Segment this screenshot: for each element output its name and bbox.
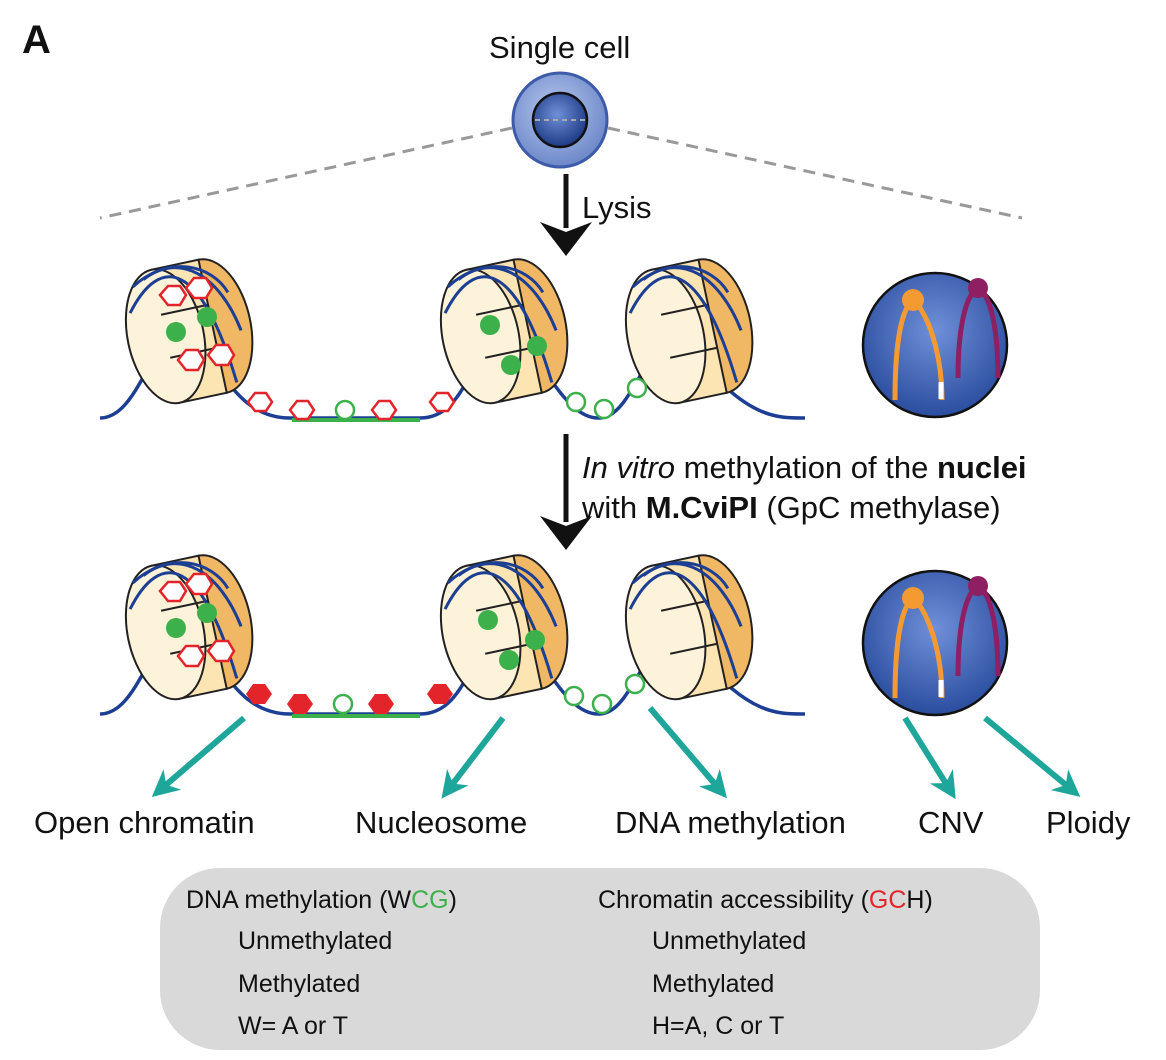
gpc-unmethylated-mark — [184, 276, 214, 300]
gpc-unmethylated-mark — [176, 644, 206, 668]
arrow-nucleosome — [441, 716, 506, 799]
cpg-unmethylated-mark — [624, 673, 646, 695]
legend-dna-title-suffix: ) — [448, 886, 457, 914]
nucleosome-icon — [624, 554, 754, 701]
cpg-methylated-mark — [480, 315, 500, 335]
cpg-unmethylated-mark — [332, 693, 354, 715]
cpg-methylated-mark — [525, 630, 545, 650]
arrow-ploidy — [983, 715, 1081, 797]
cpg-unmethylated-mark — [593, 398, 615, 420]
legend-dna-methylation-title: DNA methylation (WCG) — [186, 886, 457, 915]
gpc-methylated-mark — [427, 684, 453, 704]
legend-acc-unmethylated: Unmethylated — [652, 927, 807, 955]
chromatin-after-methylation — [99, 554, 806, 718]
output-nucleosome: Nucleosome — [355, 805, 528, 840]
gpc-unmethylated-mark — [246, 391, 274, 413]
arrow-dna-methylation — [647, 706, 728, 799]
methylation-step-line1: In vitro methylation of the nuclei — [582, 450, 1027, 486]
cpg-unmethylated-mark — [626, 377, 648, 399]
cpg-methylated-mark — [197, 603, 217, 623]
cpg-methylated-mark — [197, 307, 217, 327]
methylation-text2: with — [582, 490, 646, 525]
gpc-unmethylated-mark — [288, 399, 316, 421]
legend-accessibility-title: Chromatin accessibility (GCH) — [598, 886, 933, 915]
methylation-bold1: nuclei — [936, 450, 1027, 485]
legend-dna-title-colored: CG — [411, 886, 449, 914]
legend-acc-note: H=A, C or T — [652, 1012, 785, 1040]
nucleus-chromosome-icon — [861, 569, 1009, 717]
gpc-unmethylated-mark — [158, 284, 188, 307]
output-arrows — [151, 706, 1081, 800]
methylation-bold2: M.CviPI — [645, 490, 758, 525]
legend-box — [160, 868, 1040, 1050]
zoom-guide-lines — [99, 126, 1023, 220]
output-open-chromatin: Open chromatin — [34, 805, 255, 840]
nucleosome-icon — [624, 258, 754, 405]
lysis-arrow — [540, 174, 592, 256]
arrow-cnv — [902, 716, 956, 800]
methylation-arrow — [540, 434, 592, 550]
gpc-methylated-mark — [246, 684, 272, 704]
cpg-unmethylated-mark — [563, 685, 585, 707]
gpc-unmethylated-mark — [158, 580, 188, 603]
cpg-methylated-mark — [499, 650, 519, 670]
legend-dna-methylated: Methylated — [238, 970, 361, 998]
legend-dna-title-prefix: DNA methylation (W — [186, 886, 412, 914]
gpc-unmethylated-mark — [428, 391, 456, 413]
output-dna-methylation: DNA methylation — [615, 805, 846, 840]
legend-dna-unmethylated: Unmethylated — [238, 927, 393, 955]
cpg-unmethylated-mark — [334, 399, 356, 421]
gpc-unmethylated-mark — [184, 572, 214, 596]
single-cell-icon — [511, 71, 609, 169]
gpc-unmethylated-mark — [370, 399, 398, 421]
methylation-italic: In vitro — [582, 450, 676, 485]
gpc-methylated-mark — [368, 694, 394, 714]
legend-dna-note: W= A or T — [238, 1012, 348, 1040]
cpg-methylated-mark — [501, 355, 521, 375]
cpg-methylated-mark — [478, 610, 498, 630]
cpg-methylated-mark — [166, 618, 186, 638]
output-ploidy: Ploidy — [1046, 805, 1131, 840]
gpc-unmethylated-mark — [176, 348, 206, 372]
legend-acc-title-prefix: Chromatin accessibility ( — [598, 886, 869, 914]
arrow-open-chromatin — [151, 715, 246, 798]
methylation-text3: (GpC methylase) — [757, 490, 1001, 525]
cpg-unmethylated-mark — [591, 693, 613, 715]
gpc-methylated-mark — [287, 694, 313, 714]
chromatin-before-methylation — [99, 258, 806, 422]
lysis-label: Lysis — [582, 190, 652, 225]
output-cnv: CNV — [918, 805, 984, 840]
methylation-step-line2: with M.CviPI (GpC methylase) — [582, 490, 1001, 526]
cpg-methylated-mark — [166, 322, 186, 342]
legend-acc-title-suffix: H) — [906, 886, 933, 914]
legend-acc-title-colored: GC — [868, 886, 907, 914]
panel-label: A — [22, 18, 51, 62]
cpg-unmethylated-mark — [565, 391, 587, 413]
cpg-methylated-mark — [527, 336, 547, 356]
methylation-text1: methylation of the — [675, 450, 937, 485]
nucleus-chromosome-icon — [861, 271, 1009, 419]
gpc-unmethylated-mark — [206, 343, 236, 367]
gpc-unmethylated-mark — [206, 639, 236, 663]
single-cell-label: Single cell — [489, 30, 631, 65]
legend-acc-methylated: Methylated — [652, 970, 775, 998]
